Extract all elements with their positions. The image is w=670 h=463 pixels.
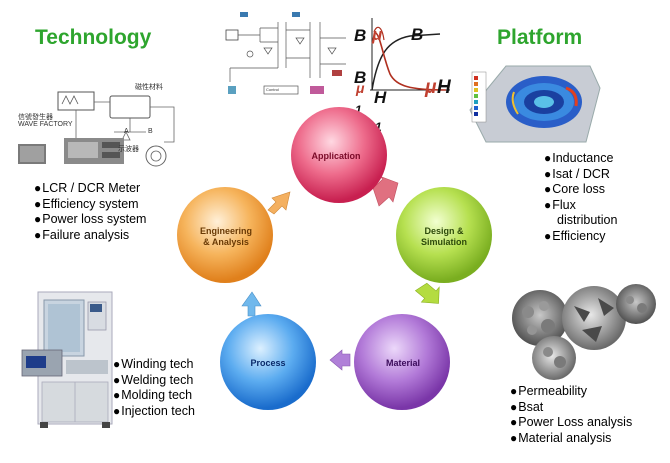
process-item: Molding tech	[113, 388, 195, 404]
technology-heading: Technology	[35, 26, 152, 49]
bh-h-right: H	[437, 77, 451, 98]
technology-item: LCR / DCR Meter	[34, 181, 146, 197]
magnetic-material-label: 磁性材料	[135, 84, 163, 91]
node-application-label: Application	[312, 151, 361, 161]
wave-factory-chinese-label: 信號發生器	[18, 114, 53, 121]
test-setup-icon	[18, 91, 175, 167]
letter-b-label: B	[148, 128, 153, 135]
arrow-design-to-material	[414, 282, 440, 304]
bh-one-lower: 1	[375, 120, 382, 134]
platform-item: Core loss	[544, 182, 617, 198]
node-application	[291, 107, 387, 203]
arrow-process-to-engineering	[241, 291, 262, 317]
winding-machine-icon	[21, 291, 113, 428]
node-material	[354, 314, 450, 410]
node-design-label-line2: Simulation	[421, 237, 467, 247]
material-list: Permeability Bsat Power Loss analysis Ma…	[510, 384, 632, 446]
technology-item: Efficiency system	[34, 197, 146, 213]
bh-mu-left: μ	[356, 80, 365, 96]
arrow-material-to-process	[329, 349, 351, 371]
control-box-label: Control	[266, 87, 279, 92]
node-engineering-label-line1: Engineering	[200, 226, 252, 236]
node-design-label-line1: Design &	[424, 226, 464, 236]
bh-b-left: B	[354, 68, 367, 87]
arrow-engineering-to-application	[267, 191, 291, 215]
bh-b-top-left: B	[354, 26, 367, 45]
bh-b-top-right: B	[411, 25, 424, 44]
bh-h-mid: H	[374, 88, 387, 107]
technology-item: Failure analysis	[34, 228, 146, 244]
letter-a-label: A	[124, 128, 129, 135]
node-material-label: Material	[386, 358, 420, 368]
material-item: Bsat	[510, 400, 632, 416]
arrow-application-to-design	[372, 175, 399, 207]
platform-item: Inductance	[544, 151, 617, 167]
platform-list: Inductance Isat / DCR Core loss Flux dis…	[544, 151, 617, 245]
bh-mu-top: μ	[372, 25, 383, 44]
process-item: Welding tech	[113, 373, 195, 389]
platform-item: Flux	[544, 198, 617, 214]
material-item: Permeability	[510, 384, 632, 400]
bh-mu-right: μ	[425, 77, 437, 98]
material-item: Power Loss analysis	[510, 415, 632, 431]
bh-curve-icon	[370, 18, 450, 91]
platform-item: Efficiency	[544, 229, 617, 245]
technology-item: Power loss system	[34, 212, 146, 228]
circuit-schematic-icon	[220, 8, 350, 100]
platform-heading: Platform	[497, 26, 583, 49]
bh-one-upper: 1	[355, 103, 362, 117]
process-item: Injection tech	[113, 404, 195, 420]
wave-factory-label: WAVE FACTORY	[18, 121, 73, 128]
oscilloscope-label: 示波器	[118, 146, 139, 153]
node-process	[220, 314, 316, 410]
node-design	[396, 187, 492, 283]
sem-micrograph-icon	[512, 284, 656, 380]
technology-list: LCR / DCR Meter Efficiency system Power …	[34, 181, 146, 243]
node-engineering-label-line2: & Analysis	[203, 237, 249, 247]
material-item: Material analysis	[510, 431, 632, 447]
platform-item: distribution	[557, 213, 618, 228]
process-item: Winding tech	[113, 357, 195, 373]
node-process-label: Process	[250, 358, 285, 368]
node-engineering	[177, 187, 273, 283]
process-list: Winding tech Welding tech Molding tech I…	[113, 357, 195, 419]
fem-core-simulation-icon	[469, 65, 601, 143]
platform-item: Isat / DCR	[544, 167, 617, 183]
